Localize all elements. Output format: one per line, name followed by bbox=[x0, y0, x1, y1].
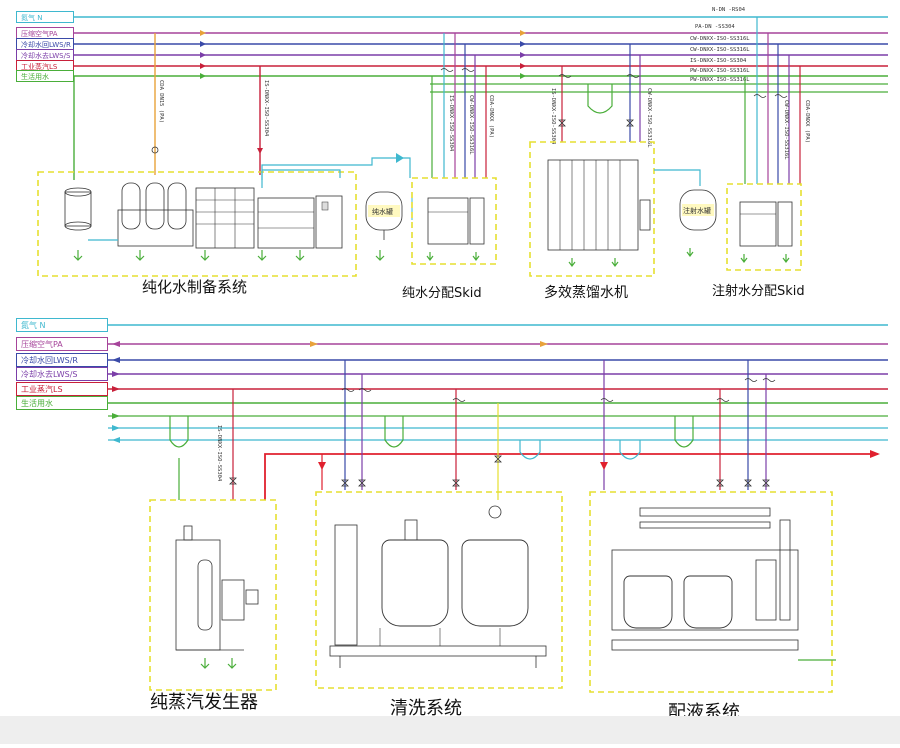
connection-to-wfi-tank bbox=[654, 169, 701, 186]
wfi-tank-label: 注射水罐 bbox=[683, 206, 711, 215]
vcode-5: IS-DNXX-ISO-SS304 bbox=[550, 88, 556, 145]
pipe-code-n: N-DN -RS04 bbox=[712, 7, 746, 13]
skid-cleaning-system bbox=[315, 491, 563, 689]
label-pure-steam-generator: 纯蒸汽发生器 bbox=[150, 692, 258, 713]
label-cleaning-system: 清洗系统 bbox=[390, 698, 462, 719]
vcode-8: CDA-DNXX (PA) bbox=[804, 100, 810, 143]
skid-pure-water-distribution bbox=[411, 177, 497, 265]
pipe-code-pa: PA-DN -SS304 bbox=[695, 24, 735, 30]
top-vertical-drops bbox=[73, 17, 801, 184]
bottom-tag-industrial-steam: 工业蒸汽LS bbox=[16, 382, 108, 396]
skid-liquid-preparation-system bbox=[589, 491, 836, 693]
pipe-code-pw1: PW-DNXX-ISO-SS316L bbox=[690, 68, 750, 74]
skid-multi-effect-distiller bbox=[529, 141, 655, 277]
bottom-tag-domestic-water: 生活用水 bbox=[16, 396, 108, 410]
bottom-header-pipes bbox=[74, 324, 888, 500]
bottom-tag-cooling-return: 冷却水回LWS/R bbox=[16, 353, 108, 367]
skid-pure-water-prep bbox=[37, 171, 357, 277]
label-wfi-skid: 注射水分配Skid bbox=[712, 284, 805, 299]
bottom-vcode-0: IS-DNXX-ISO-SS304 bbox=[216, 425, 222, 482]
label-pure-water-prep: 纯化水制备系统 bbox=[142, 278, 248, 296]
pure-water-tank: 纯水罐 bbox=[365, 191, 403, 261]
vcode-3: CW-DNXX-ISO-SS316L bbox=[468, 95, 474, 155]
vcode-1: IS-DNXX-ISO-SS304 bbox=[263, 80, 269, 137]
vcode-2: IS-DNXX-ISO-SS304 bbox=[448, 95, 454, 152]
top-tag-nitrogen: 氮气 N bbox=[16, 11, 74, 23]
vcode-4: CDA-DNXX (PA) bbox=[488, 95, 494, 138]
skid-wfi-distribution bbox=[726, 183, 802, 271]
pipe-code-cw1: CW-DNXX-ISO-SS316L bbox=[690, 36, 750, 42]
top-vertical-codes: CDA DN15 (PA) IS-DNXX-ISO-SS304 IS-DNXX-… bbox=[158, 80, 810, 160]
top-tag-domestic-water: 生活用水 bbox=[16, 70, 74, 82]
bottom-vertical-drops: IS-DNXX-ISO-SS304 bbox=[216, 360, 776, 500]
vcode-0: CDA DN15 (PA) bbox=[158, 80, 164, 123]
bottom-u-loops bbox=[169, 403, 694, 500]
top-header-pipes bbox=[74, 16, 888, 93]
top-pipe-codes: N-DN -RS04 PA-DN -SS304 CW-DNXX-ISO-SS31… bbox=[690, 7, 750, 83]
label-pure-water-skid: 纯水分配Skid bbox=[402, 286, 482, 301]
vcode-7: CW-DNXX-ISO-SS316L bbox=[783, 100, 789, 160]
pure-water-tank-label: 纯水罐 bbox=[372, 207, 393, 216]
bottom-tag-compressed-air: 压缩空气PA bbox=[16, 337, 108, 351]
skid-pure-steam-generator bbox=[149, 499, 277, 691]
pipe-code-pw2: PW-DNXX-ISO-SS316L bbox=[690, 77, 750, 83]
pipe-code-is: IS-DNXX-ISO-SS304 bbox=[690, 58, 747, 64]
bottom-tag-cooling-supply: 冷却水去LWS/S bbox=[16, 367, 108, 381]
label-distiller: 多效蒸馏水机 bbox=[544, 285, 628, 301]
wfi-tank: 注射水罐 bbox=[679, 189, 717, 257]
top-tag-industrial-steam: 工业蒸汽LS bbox=[16, 60, 74, 72]
vcode-6: CW-DNXX-ISO-SS316L bbox=[646, 88, 652, 148]
bottom-strip bbox=[0, 716, 900, 744]
bottom-tag-nitrogen: 氮气 N bbox=[16, 318, 108, 332]
pipe-code-cw2: CW-DNXX-ISO-SS316L bbox=[690, 47, 750, 53]
